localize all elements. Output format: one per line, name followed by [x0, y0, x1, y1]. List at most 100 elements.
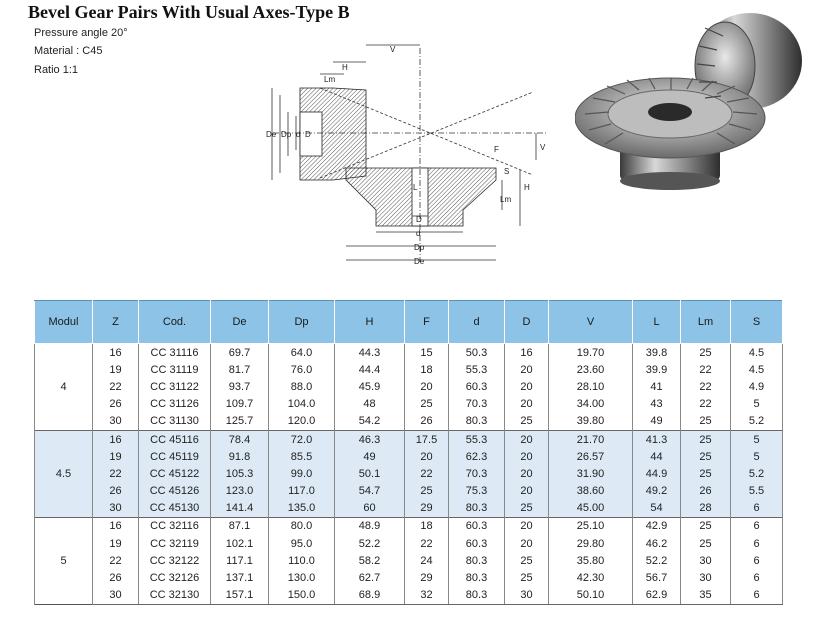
table-cell: 22 [92, 378, 139, 396]
label-v-right: V [540, 143, 546, 152]
table-cell: 54.7 [334, 482, 405, 500]
table-cell: 52.2 [632, 552, 681, 570]
spec-ratio: Ratio 1:1 [34, 64, 79, 76]
table-cell: 4.5 [730, 343, 783, 362]
table-cell: 22 [92, 465, 139, 483]
table-cell: CC 32126 [138, 569, 211, 587]
table-cell: 24 [404, 552, 449, 570]
table-cell: 16 [92, 429, 139, 449]
label-d-bottom: D [416, 215, 422, 224]
table-cell: 31.90 [548, 465, 633, 483]
table-cell: 20 [504, 465, 549, 483]
table-cell: 4.9 [730, 378, 783, 396]
table-cell: 6 [730, 535, 783, 553]
table-cell: 35 [680, 586, 731, 605]
table-cell: 72.0 [268, 429, 335, 449]
table-cell: 44.4 [334, 361, 405, 379]
column-header: Lm [680, 300, 731, 344]
table-cell: 20 [504, 448, 549, 466]
table-cell: CC 45126 [138, 482, 211, 500]
table-cell: 80.3 [448, 499, 505, 518]
table-cell: 48.9 [334, 516, 405, 536]
table-cell: 30 [680, 552, 731, 570]
table-cell: 56.7 [632, 569, 681, 587]
table-cell: 30 [92, 586, 139, 605]
modul-cell: 4 [34, 343, 93, 431]
table-cell: 48 [334, 395, 405, 413]
label-d-left: d [296, 130, 300, 139]
table-cell: 123.0 [210, 482, 269, 500]
table-cell: 19.70 [548, 343, 633, 362]
table-cell: 52.2 [334, 535, 405, 553]
table-cell: 30 [680, 569, 731, 587]
column-header: d [448, 300, 505, 344]
table-cell: 62.9 [632, 586, 681, 605]
table-cell: 46.2 [632, 535, 681, 553]
table-cell: 70.3 [448, 395, 505, 413]
table-cell: 16 [92, 343, 139, 362]
table-cell: 60.3 [448, 516, 505, 536]
table-cell: 30 [92, 499, 139, 518]
modul-cell: 5 [34, 516, 93, 605]
table-cell: 26 [92, 569, 139, 587]
table-cell: 5.5 [730, 482, 783, 500]
table-cell: 30 [504, 586, 549, 605]
table-cell: 110.0 [268, 552, 335, 570]
label-lm-right: Lm [500, 195, 511, 204]
table-cell: 28 [680, 499, 731, 518]
table-cell: 21.70 [548, 429, 633, 449]
table-cell: 81.7 [210, 361, 269, 379]
table-cell: 16 [92, 516, 139, 536]
table-cell: 91.8 [210, 448, 269, 466]
table-cell: 22 [92, 552, 139, 570]
table-cell: 157.1 [210, 586, 269, 605]
table-cell: 18 [404, 361, 449, 379]
label-h-top: H [342, 63, 348, 72]
table-cell: 17.5 [404, 429, 449, 449]
table-cell: 20 [504, 361, 549, 379]
table-cell: 35.80 [548, 552, 633, 570]
table-cell: 22 [404, 465, 449, 483]
table-cell: 38.60 [548, 482, 633, 500]
label-l: L [413, 183, 418, 192]
label-d-small-bottom: d [416, 229, 420, 238]
table-cell: 20 [404, 448, 449, 466]
label-de-bottom: De [414, 257, 425, 266]
table-cell: 109.7 [210, 395, 269, 413]
table-cell: 25 [680, 429, 731, 449]
table-cell: 4.5 [730, 361, 783, 379]
table-cell: CC 32130 [138, 586, 211, 605]
label-D-left: D [305, 130, 311, 139]
table-cell: 130.0 [268, 569, 335, 587]
table-cell: 18 [404, 516, 449, 536]
table-cell: 20 [404, 378, 449, 396]
table-cell: 62.3 [448, 448, 505, 466]
table-cell: 60 [334, 499, 405, 518]
table-cell: 80.0 [268, 516, 335, 536]
table-cell: 120.0 [268, 412, 335, 431]
table-cell: 30 [92, 412, 139, 431]
table-cell: 6 [730, 552, 783, 570]
label-s: S [504, 167, 509, 176]
table-cell: 49.2 [632, 482, 681, 500]
table-cell: 20 [504, 429, 549, 449]
table-cell: 62.7 [334, 569, 405, 587]
table-cell: 25 [680, 535, 731, 553]
table-cell: CC 32119 [138, 535, 211, 553]
table-cell: 102.1 [210, 535, 269, 553]
table-cell: 125.7 [210, 412, 269, 431]
column-header: Cod. [138, 300, 211, 344]
table-cell: 6 [730, 516, 783, 536]
table-cell: 44 [632, 448, 681, 466]
table-cell: 105.3 [210, 465, 269, 483]
table-cell: 78.4 [210, 429, 269, 449]
table-cell: 26.57 [548, 448, 633, 466]
